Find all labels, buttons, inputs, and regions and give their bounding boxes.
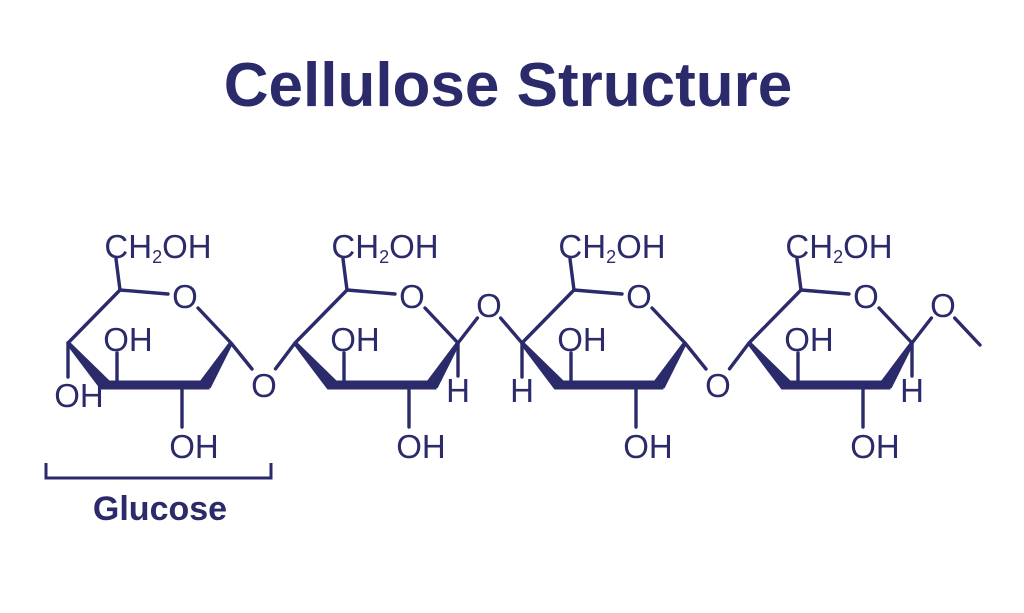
bottom-hydroxyl-label: OH: [850, 428, 900, 465]
hydrogen-label: H: [900, 372, 924, 409]
ring-bond: [520, 288, 576, 345]
ring-bond: [799, 288, 851, 296]
ch2oh-label: CH2OH: [331, 228, 438, 267]
inner-hydroxyl-label: OH: [103, 321, 153, 358]
glycosidic-bond: [499, 316, 524, 345]
hydrogen-label: H: [510, 372, 534, 409]
front-bond: [781, 380, 891, 390]
front-bond: [327, 380, 437, 390]
glycosidic-bond: [456, 316, 480, 345]
glycosidic-bond: [273, 341, 297, 371]
front-bond: [100, 380, 210, 390]
ch2oh-label: CH2OH: [558, 228, 665, 267]
ring-bond: [66, 288, 122, 345]
ch2oh-bond: [795, 257, 803, 292]
inner-hydroxyl-label: OH: [330, 321, 380, 358]
ch2oh-label: CH2OH: [785, 228, 892, 267]
ring-bond: [423, 306, 460, 345]
ring-bond: [293, 288, 349, 345]
bottom-hydroxyl-label: OH: [396, 428, 446, 465]
glucose-bracket-label: Glucose: [93, 490, 227, 528]
ring-bond: [572, 288, 624, 296]
ring-bond: [196, 306, 233, 345]
ring-oxygen-label: O: [172, 278, 198, 315]
glycosidic-oxygen-label: O: [476, 287, 502, 324]
ch2oh-label: CH2OH: [104, 228, 211, 267]
glycosidic-bond: [683, 341, 708, 371]
ring-bond: [118, 288, 170, 296]
ring-oxygen-label: O: [853, 278, 879, 315]
front-bond-wedge-left: [66, 341, 110, 390]
ch2oh-bond: [114, 257, 122, 292]
bottom-hydroxyl-label: OH: [169, 428, 219, 465]
ch2oh-bond: [568, 257, 576, 292]
page-title: Cellulose Structure: [224, 51, 792, 120]
ring-bond: [650, 306, 687, 345]
front-bond-wedge-left: [747, 341, 791, 390]
front-bond-wedge-left: [293, 341, 337, 390]
front-bond-wedge-right: [426, 341, 460, 389]
ring-oxygen-label: O: [626, 278, 652, 315]
left-hydroxyl-label: OH: [54, 377, 104, 414]
inner-hydroxyl-label: OH: [784, 321, 834, 358]
glucose-unit-3: O CH2OH OH OH H O: [510, 228, 751, 465]
glycosidic-bond: [229, 341, 254, 371]
ring-bond: [877, 306, 914, 345]
front-bond-wedge-left: [520, 341, 564, 390]
ring-bond: [747, 288, 803, 345]
chain-continuation-bond: [953, 316, 982, 347]
glycosidic-bond: [910, 316, 934, 345]
hydrogen-label: H: [446, 372, 470, 409]
glucose-unit-1: O CH2OH OH OH OH O: [54, 228, 297, 465]
ring-oxygen-label: O: [399, 278, 425, 315]
ch2oh-bond: [341, 257, 349, 292]
glycosidic-bond: [727, 341, 751, 371]
inner-hydroxyl-label: OH: [557, 321, 607, 358]
glycosidic-oxygen-label: O: [930, 287, 956, 324]
front-bond-wedge-right: [880, 341, 914, 389]
glycosidic-oxygen-label: O: [705, 367, 731, 404]
front-bond-wedge-right: [653, 341, 687, 389]
front-bond: [554, 380, 664, 390]
glucose-unit-bracket: [44, 463, 273, 480]
front-bond-wedge-right: [199, 341, 233, 389]
ring-bond: [345, 288, 397, 296]
glycosidic-oxygen-label: O: [251, 367, 277, 404]
bottom-hydroxyl-label: OH: [623, 428, 673, 465]
